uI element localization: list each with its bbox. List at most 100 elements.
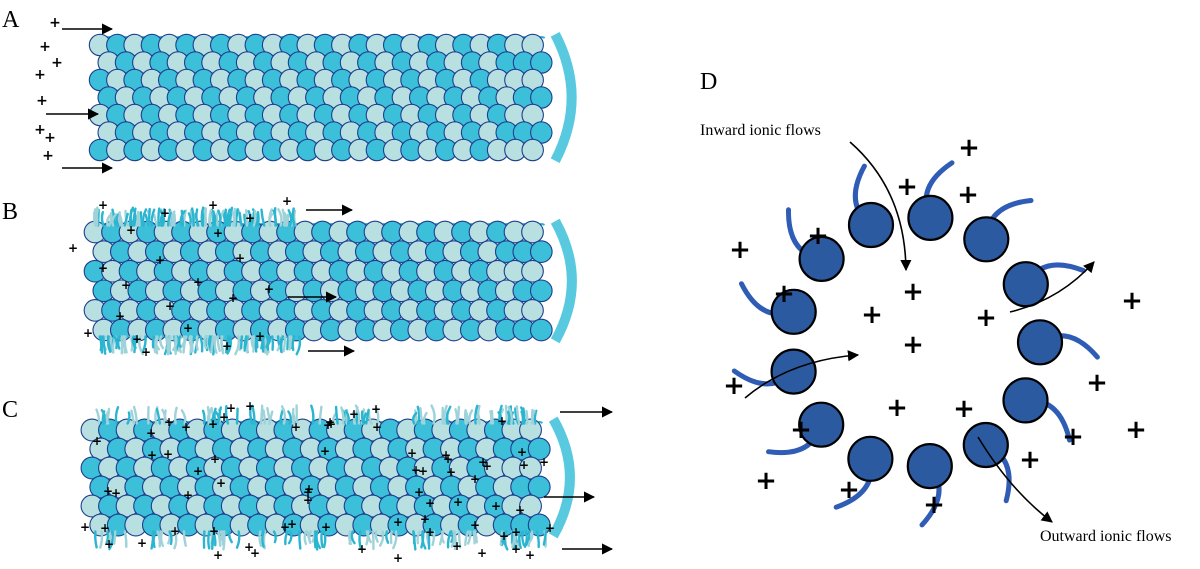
tubulin-monomer bbox=[847, 435, 894, 482]
c-terminal-tail bbox=[243, 335, 248, 349]
c-terminal-tail bbox=[473, 530, 478, 544]
ion-plus: + bbox=[115, 309, 125, 323]
c-terminal-tail bbox=[195, 208, 199, 227]
ion-plus: + bbox=[482, 459, 492, 473]
c-terminal-tail bbox=[182, 335, 188, 354]
c-terminal-tail bbox=[151, 335, 156, 349]
c-terminal-tail bbox=[476, 404, 481, 425]
c-terminal-tail bbox=[385, 530, 390, 544]
c-terminal-tail bbox=[136, 210, 141, 227]
c-terminal-tail bbox=[206, 411, 211, 425]
c-terminal-tail bbox=[228, 530, 233, 544]
c-terminal-tail bbox=[132, 405, 138, 425]
c-terminal-tail bbox=[159, 530, 165, 548]
c-terminal-tail bbox=[260, 208, 266, 227]
c-terminal-tail bbox=[515, 405, 521, 425]
c-terminal-tail bbox=[525, 409, 529, 425]
c-terminal-tail bbox=[138, 335, 145, 356]
c-terminal-tail bbox=[256, 211, 260, 227]
c-terminal-tail bbox=[100, 409, 107, 425]
panel-b-label: B bbox=[2, 199, 19, 225]
tubulin-monomer bbox=[847, 201, 895, 249]
c-terminal-tail bbox=[291, 335, 296, 352]
ion-plus: + bbox=[80, 520, 90, 534]
c-terminal-tail bbox=[210, 335, 215, 351]
ion-plus: + bbox=[44, 130, 56, 146]
ion-plus: + bbox=[163, 447, 173, 461]
c-terminal-tail bbox=[266, 335, 271, 351]
c-terminal-tail bbox=[155, 408, 162, 425]
c-terminal-tail bbox=[271, 335, 275, 351]
microtubule-end-cap bbox=[550, 31, 577, 164]
ion-plus: + bbox=[886, 393, 908, 423]
tubulin-monomer bbox=[1002, 377, 1049, 424]
ion-plus: + bbox=[160, 206, 170, 220]
ion-plus: + bbox=[773, 279, 795, 309]
tubulin-monomer bbox=[907, 194, 954, 241]
panel-a-microtubule: ++++++++ bbox=[34, 15, 577, 174]
c-terminal-tail bbox=[182, 530, 187, 547]
ion-plus: + bbox=[126, 223, 136, 237]
ion-plus: + bbox=[349, 407, 359, 421]
c-terminal-tail bbox=[132, 208, 137, 227]
c-terminal-tail bbox=[208, 209, 213, 227]
c-terminal-tail bbox=[378, 530, 385, 547]
c-terminal-tail bbox=[498, 404, 503, 425]
c-terminal-tail bbox=[118, 211, 124, 227]
c-terminal-tail bbox=[159, 335, 165, 350]
c-terminal-tail bbox=[111, 213, 117, 227]
ion-plus: + bbox=[228, 291, 238, 305]
c-terminal-tail bbox=[120, 335, 124, 355]
c-terminal-tail bbox=[303, 530, 308, 546]
c-terminal-tail bbox=[266, 407, 271, 425]
c-terminal-tail bbox=[199, 335, 204, 353]
c-terminal-tail bbox=[141, 208, 148, 227]
ion-plus: + bbox=[165, 299, 175, 313]
ion-plus: + bbox=[838, 475, 860, 505]
outward-ionic-flows-label: Outward ionic flows bbox=[1040, 528, 1172, 545]
c-terminal-tail bbox=[350, 530, 356, 545]
c-terminal-tail bbox=[252, 209, 257, 227]
ion-plus: + bbox=[104, 537, 114, 551]
ion-plus: + bbox=[953, 394, 975, 424]
ion-plus: + bbox=[287, 517, 297, 531]
ion-plus: + bbox=[723, 371, 745, 401]
microtubule-end-cap bbox=[548, 416, 575, 539]
tubulin-monomer bbox=[529, 318, 553, 342]
c-terminal-tail bbox=[216, 335, 221, 352]
ion-plus: + bbox=[164, 415, 174, 429]
c-terminal-tail bbox=[260, 407, 264, 425]
c-terminal-tail bbox=[240, 335, 243, 350]
c-terminal-tail bbox=[106, 214, 112, 227]
c-terminal-tail bbox=[206, 335, 213, 354]
c-terminal-tail bbox=[117, 335, 121, 350]
ion-plus: + bbox=[183, 321, 193, 335]
c-terminal-tail bbox=[187, 212, 192, 227]
c-terminal-tail bbox=[344, 409, 350, 425]
c-terminal-tail bbox=[474, 404, 479, 425]
c-terminal-tail bbox=[254, 335, 259, 349]
c-terminal-tail bbox=[220, 530, 225, 546]
tubulin-monomer bbox=[527, 475, 551, 499]
c-terminal-tail bbox=[245, 209, 249, 227]
ion-plus: + bbox=[902, 330, 924, 360]
c-terminal-tail bbox=[150, 530, 155, 550]
ion-plus: + bbox=[453, 495, 463, 509]
c-terminal-tail bbox=[105, 530, 110, 544]
ion-plus: + bbox=[98, 198, 108, 212]
c-terminal-tail bbox=[440, 530, 445, 544]
c-terminal-tail bbox=[100, 335, 104, 354]
ion-plus: + bbox=[155, 253, 165, 267]
ion-plus: + bbox=[193, 464, 203, 478]
c-terminal-tail bbox=[453, 530, 457, 551]
c-terminal-tail bbox=[261, 335, 265, 353]
tubulin-monomer bbox=[529, 279, 553, 303]
ion-plus: + bbox=[132, 332, 142, 346]
c-terminal-tail bbox=[313, 530, 318, 549]
ion-plus: + bbox=[325, 415, 335, 429]
c-terminal-tail bbox=[217, 209, 222, 227]
c-terminal-tail bbox=[281, 208, 286, 227]
ion-plus: + bbox=[525, 548, 535, 562]
c-terminal-tail bbox=[238, 211, 244, 227]
c-terminal-tail bbox=[542, 530, 548, 546]
